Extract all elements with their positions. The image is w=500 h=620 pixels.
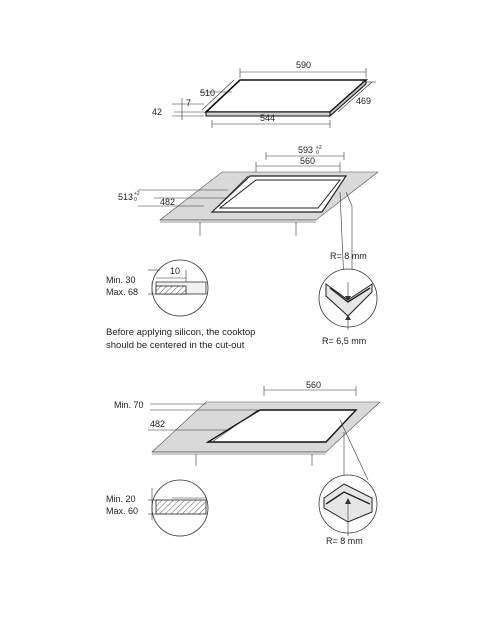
thickness-max-flush: Max. 68: [106, 287, 138, 297]
cutout-flush-width-tol-plus: +2: [316, 145, 322, 151]
cooktop-side-edge: [329, 78, 367, 118]
thickness-min-flush: Min. 30: [106, 275, 136, 285]
height-total-label: 42: [152, 107, 162, 117]
depth-label: 510: [200, 88, 215, 98]
thickness-detail-standard: [148, 479, 209, 537]
centering-note-line1: Before applying silicon, the cooktop: [106, 327, 255, 338]
front-margin-label: Min. 70: [114, 400, 144, 410]
inner-depth-label: 469: [356, 96, 371, 106]
cooktop-dimensions-view: 590 510 469 544 42 7: [152, 60, 376, 128]
cutout-standard-width: 560: [306, 380, 321, 390]
cooktop-top-surface: [203, 79, 369, 113]
cutout-flush-depth-tol-minus: 0: [134, 197, 137, 203]
cutout-flush-width-tol-minus: 0: [316, 150, 319, 156]
cutout-flush-width: 593: [298, 145, 313, 155]
cutout-flush-inner-width: 560: [300, 156, 315, 166]
cutout-flush-depth: 513: [118, 192, 133, 202]
flush-cutout-view: 593 +2 0 560 513 +2 0 482 R= 8 mm: [106, 145, 379, 351]
thickness-max-standard: Max. 60: [106, 506, 138, 516]
corner-radius-standard-label: R= 8 mm: [326, 536, 363, 546]
corner-detail-standard: [318, 474, 378, 536]
step-depth-label: 10: [170, 266, 180, 276]
centering-note-line2: should be centered in the cut-out: [106, 340, 245, 351]
thickness-detail-flush: 10: [148, 259, 209, 317]
inner-width-label: 544: [260, 113, 275, 123]
cutout-flush-depth-tol-plus: +2: [134, 191, 140, 197]
thickness-label: 7: [186, 98, 191, 108]
cutout-standard-opening: [205, 409, 358, 443]
corner-radius-inner-label: R= 6,5 mm: [322, 336, 366, 346]
standard-cutout-view: 560 Min. 70 482 R= 8 mm Min. 20 M: [106, 380, 381, 546]
cutout-standard-depth: 482: [150, 419, 165, 429]
thickness-min-standard: Min. 20: [106, 494, 136, 504]
cutout-inner-opening: [218, 179, 342, 209]
width-label: 590: [296, 60, 311, 70]
corner-detail-flush: [318, 268, 378, 330]
corner-radius-outer-label: R= 8 mm: [330, 251, 367, 261]
cutout-flush-inner-depth: 482: [160, 197, 175, 207]
